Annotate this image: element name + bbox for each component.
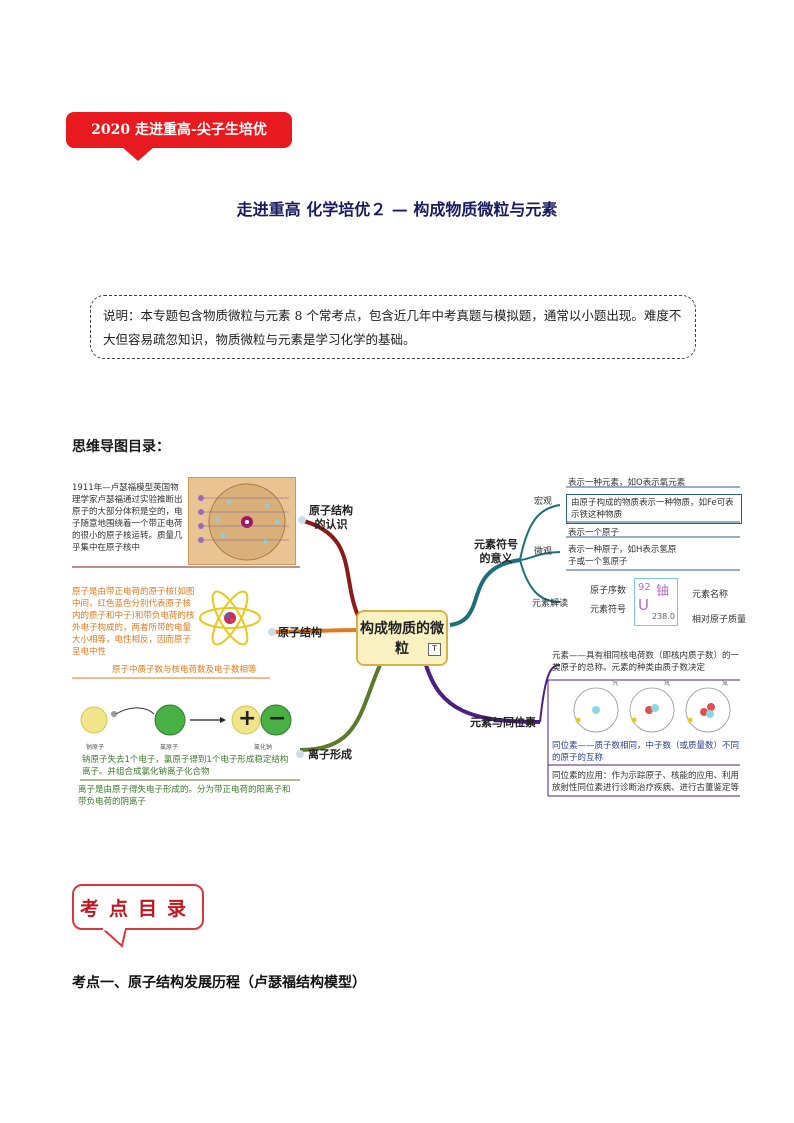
isotope-definition: 同位素——质子数相同，中子数（或质量数）不同的原子的互称	[552, 741, 740, 763]
document-title: 走进重高 化学培优２ — 构成物质微粒与元素	[236, 200, 558, 219]
sample-atomic-mass: 238.0	[652, 612, 675, 621]
nacl-label: 氯化钠	[254, 744, 273, 751]
macro-label: 宏观	[534, 497, 553, 507]
chlorine-label: 氯原子	[160, 744, 179, 751]
mulu-box-tail	[100, 928, 128, 948]
plus-sign: +	[238, 706, 257, 731]
mindmap-heading: 思维导图目录：	[72, 439, 170, 455]
rutherford-image	[188, 477, 296, 565]
rutherford-atom-icon	[198, 483, 289, 561]
branch-dot	[298, 516, 306, 524]
atom-structure-note: 原子中质子数与核电荷数及电子数相等	[112, 665, 257, 675]
banner-tail	[122, 147, 154, 161]
intro-note: 说明：本专题包含物质微粒与元素 8 个常考点，包含近几年中考真题与模拟题，通常以…	[90, 295, 696, 359]
micro-item-2: 表示一种原子，如H表示氢原子或一个氢原子	[568, 545, 677, 567]
protium-label: 氕	[612, 680, 619, 687]
sample-atomic-number: 92	[638, 582, 651, 593]
mindmap-connectors	[72, 486, 740, 797]
minus-sign: −	[268, 706, 287, 731]
ion-definition-text: 离子是由原子得失电子形成的。分为带正电荷的阳离子和带负电荷的阴离子	[78, 785, 291, 807]
macro-item-2: 由原子构成的物质表示一种物质，如Fe可表示铁这种物质	[566, 494, 742, 524]
tritium-label: 氚	[722, 680, 729, 687]
element-symbol-label: 元素符号	[590, 605, 627, 615]
mindmap-center-node: 构成物质的微粒	[356, 610, 448, 666]
expand-icon[interactable]: T	[428, 643, 441, 656]
atom-structure-text: 原子是由带正电荷的原子核(如图中间，红色蓝色分别代表原子核内的质子和中子)和带负…	[72, 587, 195, 657]
micro-item-1: 表示一个原子	[568, 528, 620, 538]
sample-element-symbol: U	[638, 596, 649, 614]
branch-isotopes[interactable]: 元素与同位素	[470, 716, 536, 729]
top-banner: 2020 走进重高-尖子生培优	[66, 112, 292, 148]
branch-symbol-meaning[interactable]: 元素符号的意义	[474, 538, 518, 565]
element-name-label: 元素名称	[692, 590, 729, 600]
isotope-atoms-icon	[573, 687, 731, 733]
kaodian-1-title: 考点一、原子结构发展历程（卢瑟福结构模型）	[72, 975, 366, 991]
deuterium-label: 氘	[664, 680, 671, 687]
sample-element-name: 铀	[656, 584, 670, 599]
isotope-applications: 同位素的应用：作为示踪原子、核能的应用、利用放射性同位素进行诊断治疗疾病、进行古…	[552, 771, 740, 793]
ion-formation-icon	[80, 704, 292, 736]
branch-ion-formation[interactable]: 离子形成	[308, 748, 352, 761]
macro-item-1: 表示一种元素，如O表示氧元素	[568, 478, 686, 488]
atom-image	[196, 588, 264, 648]
kaodian-mulu-box: 考点目录	[72, 884, 204, 930]
branch-atom-structure-history[interactable]: 原子结构的认识	[309, 504, 353, 531]
branch-dot	[268, 628, 276, 636]
ion-formation-text: 钠原子失去1个电子，氯原子得到1个电子形成稳定结构离子。并组合成氯化钠离子化合物	[82, 755, 289, 777]
isotope-diagram	[570, 684, 738, 734]
sodium-label: 钠原子	[86, 744, 105, 751]
rutherford-text: 1911年—卢瑟福模型英国物理学家卢瑟福通过实验推断出原子的大部分体积是空的，电…	[72, 483, 183, 553]
atom-orbit-icon	[199, 590, 261, 646]
branch-atom-structure[interactable]: 原子结构	[278, 626, 322, 639]
ion-formation-diagram	[78, 700, 298, 744]
element-definition: 元素——具有相同核电荷数（即核内质子数）的一类原子的总称。元素的种类由质子数决定	[552, 651, 740, 673]
element-card	[634, 578, 678, 626]
branch-dot	[296, 750, 304, 758]
micro-label: 微观	[534, 547, 553, 557]
decode-label: 元素解读	[532, 599, 569, 609]
atomic-mass-label: 相对原子质量	[692, 615, 747, 625]
atomic-number-label: 原子序数	[590, 586, 627, 596]
